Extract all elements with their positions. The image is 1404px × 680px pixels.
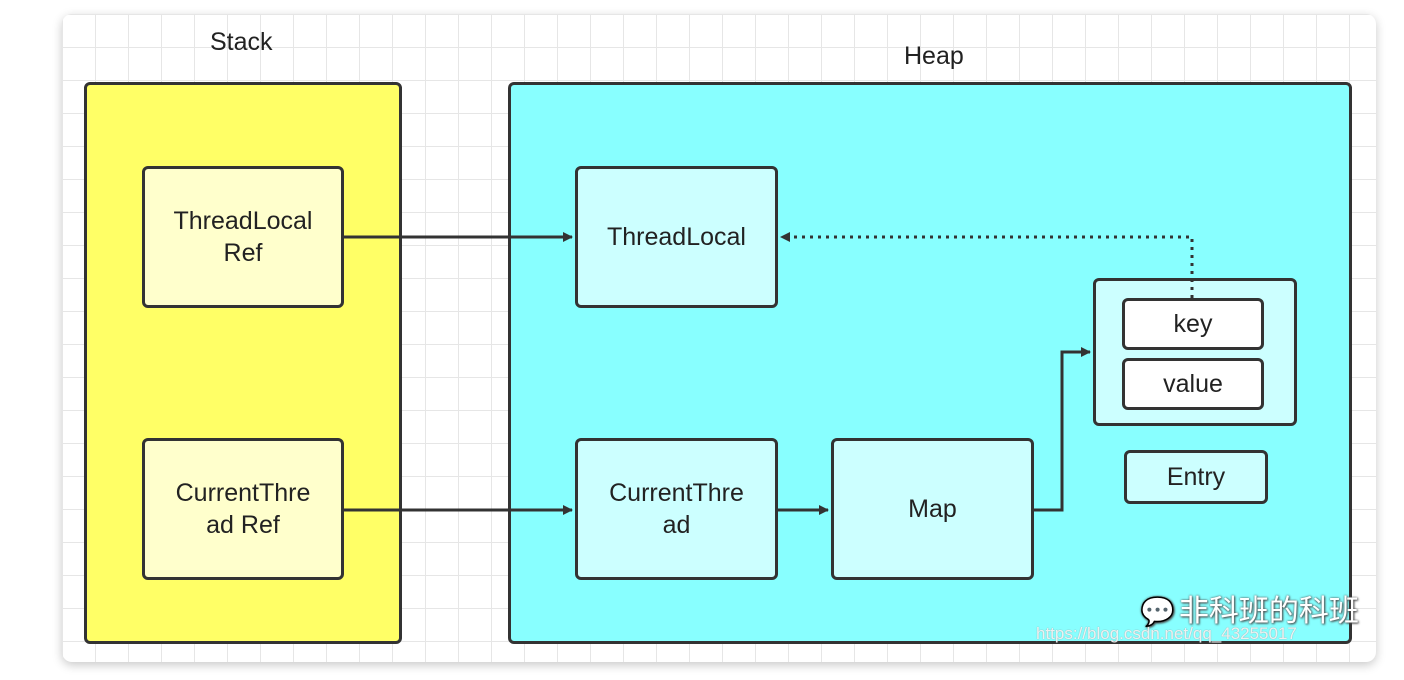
currentthread-ref-line2: ad Ref — [206, 511, 280, 539]
threadlocal-ref-box: ThreadLocal Ref — [142, 166, 344, 308]
key-box: key — [1122, 298, 1264, 350]
threadlocal-box: ThreadLocal — [575, 166, 778, 308]
threadlocal-ref-line1: ThreadLocal — [173, 207, 313, 235]
threadlocal-ref-line2: Ref — [223, 239, 263, 267]
connector-layer — [344, 232, 1194, 515]
heap-title: Heap — [904, 42, 964, 70]
watermark-url: https://blog.csdn.net/qq_43255017 — [1036, 624, 1297, 643]
arrow-map-to-entry — [1034, 347, 1091, 512]
currentthread-ref-box: CurrentThre ad Ref — [142, 438, 344, 580]
currentthread-line1: CurrentThre — [609, 479, 744, 507]
currentthread-ref-line1: CurrentThre — [175, 479, 311, 507]
currentthread-box: CurrentThre ad — [575, 438, 778, 580]
value-box: value — [1122, 358, 1264, 410]
currentthread-line2: ad — [662, 511, 691, 539]
arrow-key-to-threadlocal-dotted — [780, 232, 1194, 298]
stack-title: Stack — [210, 28, 273, 56]
watermark-text: 💬非科班的科班 — [1140, 594, 1359, 629]
wechat-icon: 💬 — [1140, 595, 1175, 628]
entry-label-box: Entry — [1124, 450, 1268, 504]
diagram-canvas: Stack Heap ThreadLocal Ref CurrentThre a… — [62, 14, 1376, 662]
map-box: Map — [831, 438, 1034, 580]
